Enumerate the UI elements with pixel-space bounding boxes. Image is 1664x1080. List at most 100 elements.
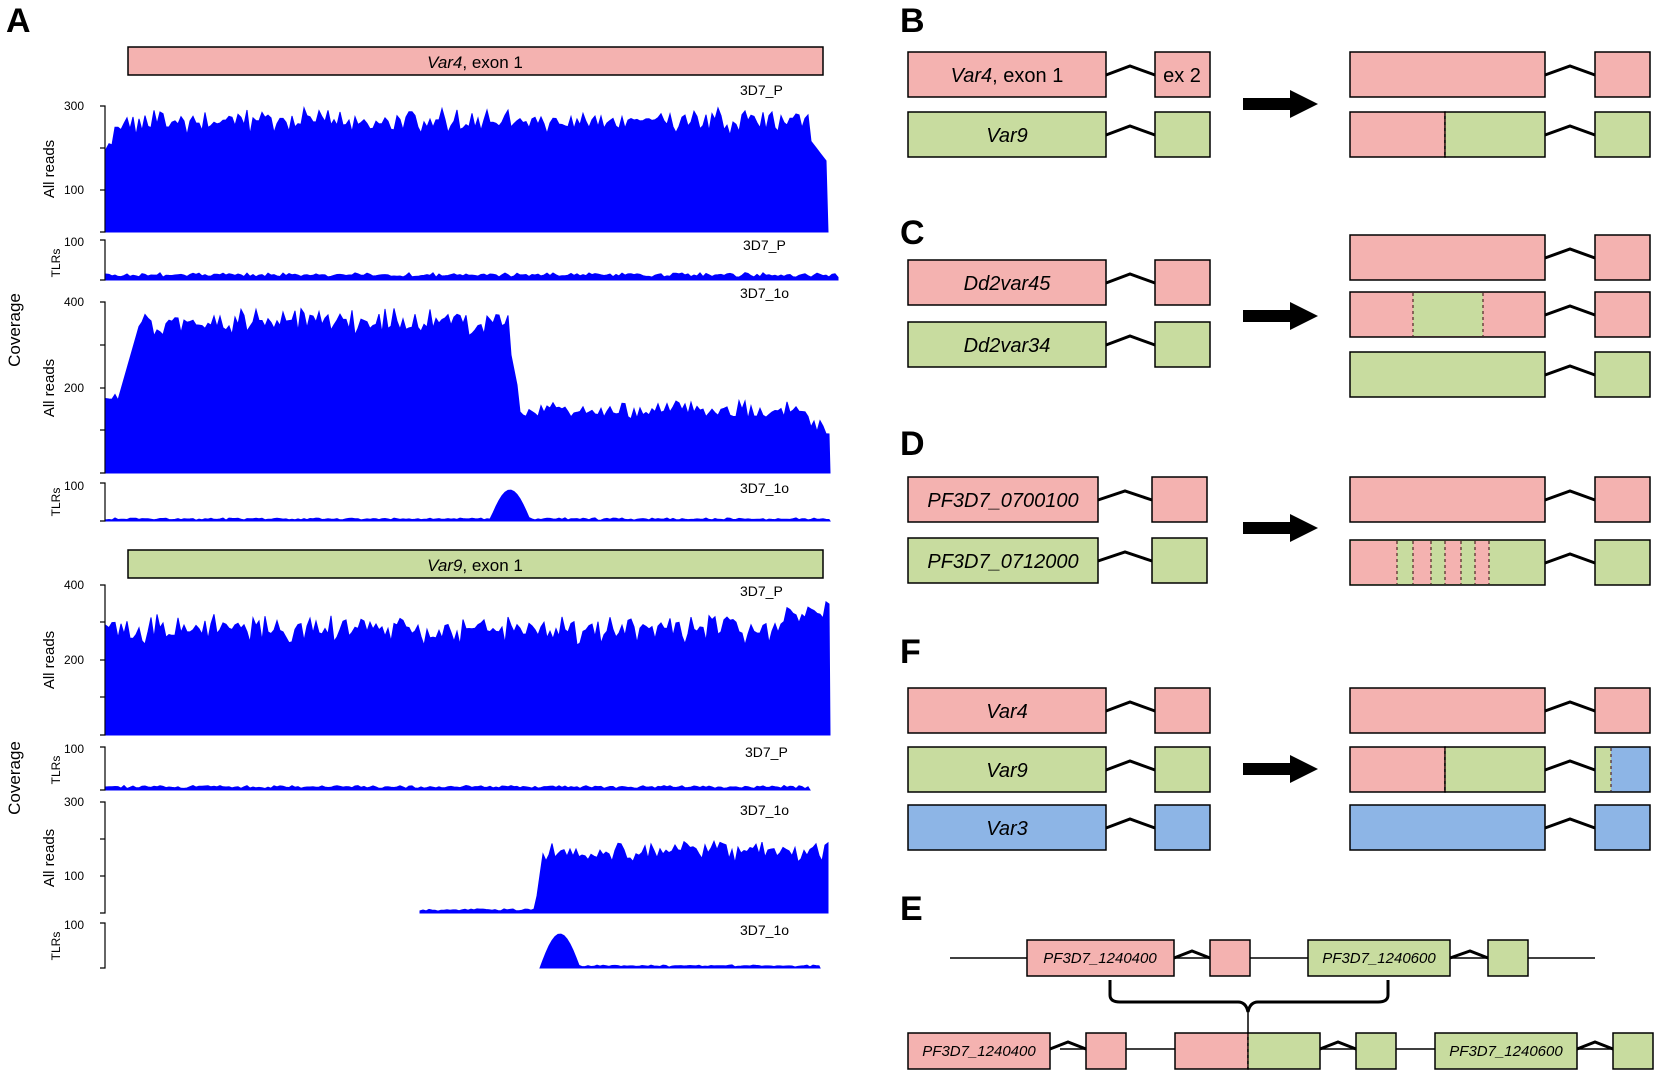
result-pf3d7-1240400-label: PF3D7_1240400 xyxy=(922,1043,1036,1060)
coverage-area xyxy=(539,933,821,969)
panel-d: D PF3D7_0700100 PF3D7_0712000 xyxy=(900,425,1651,586)
result-pf3d7-1240400-exon2 xyxy=(1085,1032,1127,1070)
panel-e-letter: E xyxy=(900,890,923,928)
var4-exon2-box xyxy=(1154,687,1211,734)
result-dd2var34-exon2 xyxy=(1594,351,1651,398)
result-var3-exon1 xyxy=(1349,804,1546,851)
pf3d7-1240600-exon1 xyxy=(1307,939,1451,977)
result-exon2-green-part xyxy=(1596,748,1611,791)
tick-label: 300 xyxy=(64,795,84,809)
result-chimera-exon2 xyxy=(1594,291,1651,338)
result-dd2var45-exon2 xyxy=(1594,234,1651,281)
result-pf3d7-0700100-exon2 xyxy=(1594,476,1651,523)
arrow-right-icon xyxy=(1243,302,1318,330)
track-var4-allreads-3d71o: 400 200 All reads 3D7_1o xyxy=(41,285,831,474)
mosaic-pink-segment xyxy=(1351,541,1397,584)
track-label: TLRs xyxy=(49,488,63,517)
result-pf3d7-0700100-exon1 xyxy=(1349,476,1546,523)
tick-label: 100 xyxy=(64,183,84,197)
panel-c: C Dd2var45 Dd2var34 xyxy=(900,214,1651,398)
track-var9-tlrs-3d7p: 100 TLRs 3D7_P xyxy=(49,742,811,791)
arrow-right-icon xyxy=(1243,90,1318,118)
result-pf3d7-1240600-exon2 xyxy=(1612,1032,1654,1070)
panel-a: A Var4, exon 1 300 100 All reads 3D7_P 1… xyxy=(5,2,839,969)
track-label: All reads xyxy=(41,140,58,198)
dd2var45-exon2-box xyxy=(1154,259,1211,306)
track-label: TLRs xyxy=(49,249,63,278)
var4-exon1-label: Var4, exon 1 xyxy=(427,53,523,72)
mosaic-pink-segment xyxy=(1445,541,1461,584)
exon2-label: ex 2 xyxy=(1163,65,1201,87)
panel-c-letter: C xyxy=(900,214,925,252)
strain-label: 3D7_P xyxy=(740,583,783,599)
var4-exon1-box-label: Var4, exon 1 xyxy=(951,65,1064,87)
pf3d7-1240400-label: PF3D7_1240400 xyxy=(1043,950,1157,967)
var9-exon1-box xyxy=(907,111,1107,158)
tick-label: 400 xyxy=(64,295,84,309)
track-label: All reads xyxy=(41,631,58,689)
pf3d7-0712000-label: PF3D7_0712000 xyxy=(927,551,1078,573)
panel-a-letter: A xyxy=(6,2,31,40)
tick-label: 200 xyxy=(64,381,84,395)
dd2var34-exon1-box xyxy=(907,321,1107,368)
var4-exon1-box xyxy=(907,687,1107,734)
track-var9-allreads-3d7p: 400 200 All reads 3D7_P xyxy=(41,578,831,736)
result-chimera-green-part xyxy=(1444,746,1546,793)
tick-label: 100 xyxy=(64,479,84,493)
coverage-area xyxy=(105,272,839,281)
result-var4-exon2 xyxy=(1594,51,1651,98)
result-pf3d7-1240600-label: PF3D7_1240600 xyxy=(1449,1043,1563,1060)
tick-label: 100 xyxy=(64,869,84,883)
pf3d7-1240400-exon2 xyxy=(1209,939,1251,977)
track-label: TLRs xyxy=(49,756,63,785)
arrow-right-icon xyxy=(1243,755,1318,783)
track-var4-allreads-3d7p: 300 100 All reads 3D7_P xyxy=(41,82,829,233)
strain-label: 3D7_1o xyxy=(740,480,789,496)
tick-label: 400 xyxy=(64,578,84,592)
track-var9-tlrs-3d71o: 100 TLRs 3D7_1o xyxy=(49,918,821,969)
result-chimera-exon2 xyxy=(1594,111,1651,158)
coverage-area xyxy=(105,601,831,736)
track-var4-tlrs-3d7p: 100 TLRs 3D7_P xyxy=(49,235,839,281)
y-axis xyxy=(100,105,106,233)
tick-label: 100 xyxy=(64,918,84,932)
result-mosaic-exon2 xyxy=(1594,539,1651,586)
arrow-right-icon xyxy=(1243,514,1318,542)
strain-label: 3D7_1o xyxy=(740,802,789,818)
pf3d7-1240600-exon2 xyxy=(1487,939,1529,977)
result-dd2var45-exon1 xyxy=(1349,234,1546,281)
coverage-area xyxy=(105,307,831,474)
panel-f: F Var4 Var9 Var3 xyxy=(900,633,1651,851)
result-chimera-pink-part xyxy=(1349,111,1446,158)
dd2var45-exon1-box xyxy=(907,259,1107,306)
mosaic-pink-segment xyxy=(1413,541,1431,584)
coverage-label-top: Coverage xyxy=(5,293,24,367)
var4-exon2-box xyxy=(1154,51,1211,98)
var9-label: Var9 xyxy=(986,760,1028,782)
pf3d7-0700100-exon2-box xyxy=(1151,476,1208,523)
dd2var45-label: Dd2var45 xyxy=(964,273,1052,295)
pf3d7-0700100-exon1-box xyxy=(907,476,1099,523)
var4-exon1-bar xyxy=(127,46,824,76)
dd2var34-label: Dd2var34 xyxy=(964,335,1051,357)
result-pf3d7-1240600-exon1 xyxy=(1434,1032,1578,1070)
intron-line xyxy=(1105,64,1156,77)
strain-label: 3D7_1o xyxy=(740,285,789,301)
result-var4-exon1 xyxy=(1349,687,1546,734)
var9-exon1-bar xyxy=(127,549,824,579)
result-dd2var34-exon1 xyxy=(1349,351,1546,398)
track-var4-tlrs-3d71o: 100 TLRs 3D7_1o xyxy=(49,479,831,522)
chimera-green-part xyxy=(1247,1032,1321,1070)
result-pf3d7-1240400-exon1 xyxy=(907,1032,1051,1070)
var9-exon2-box xyxy=(1154,746,1211,793)
track-label: TLRs xyxy=(49,932,63,961)
track-var9-allreads-3d71o: 300 100 All reads 3D7_1o xyxy=(41,795,829,914)
panel-e: E PF3D7_1240400 PF3D7_1240600 PF3D7_1240… xyxy=(900,890,1654,1070)
tick-label: 300 xyxy=(64,99,84,113)
pf3d7-0700100-label: PF3D7_0700100 xyxy=(927,490,1078,512)
track-label: All reads xyxy=(41,829,58,887)
strain-label: 3D7_P xyxy=(743,237,786,253)
result-var4-exon1 xyxy=(1349,51,1546,98)
result-chimera-green-part xyxy=(1444,111,1546,158)
